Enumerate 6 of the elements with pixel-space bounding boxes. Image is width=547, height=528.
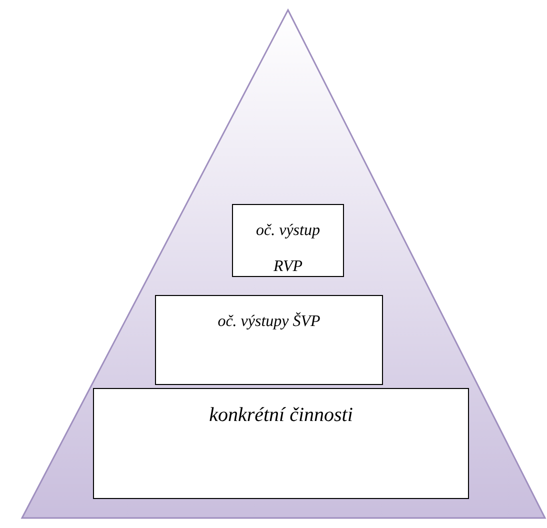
level-box: [232, 204, 344, 277]
level-label: konkrétní činnosti: [208, 403, 354, 427]
level-box: [93, 388, 469, 499]
level-label: oč. výstupy ŠVP: [216, 312, 322, 332]
level-box: [155, 295, 383, 385]
level-label: oč. výstup RVP: [255, 221, 321, 277]
